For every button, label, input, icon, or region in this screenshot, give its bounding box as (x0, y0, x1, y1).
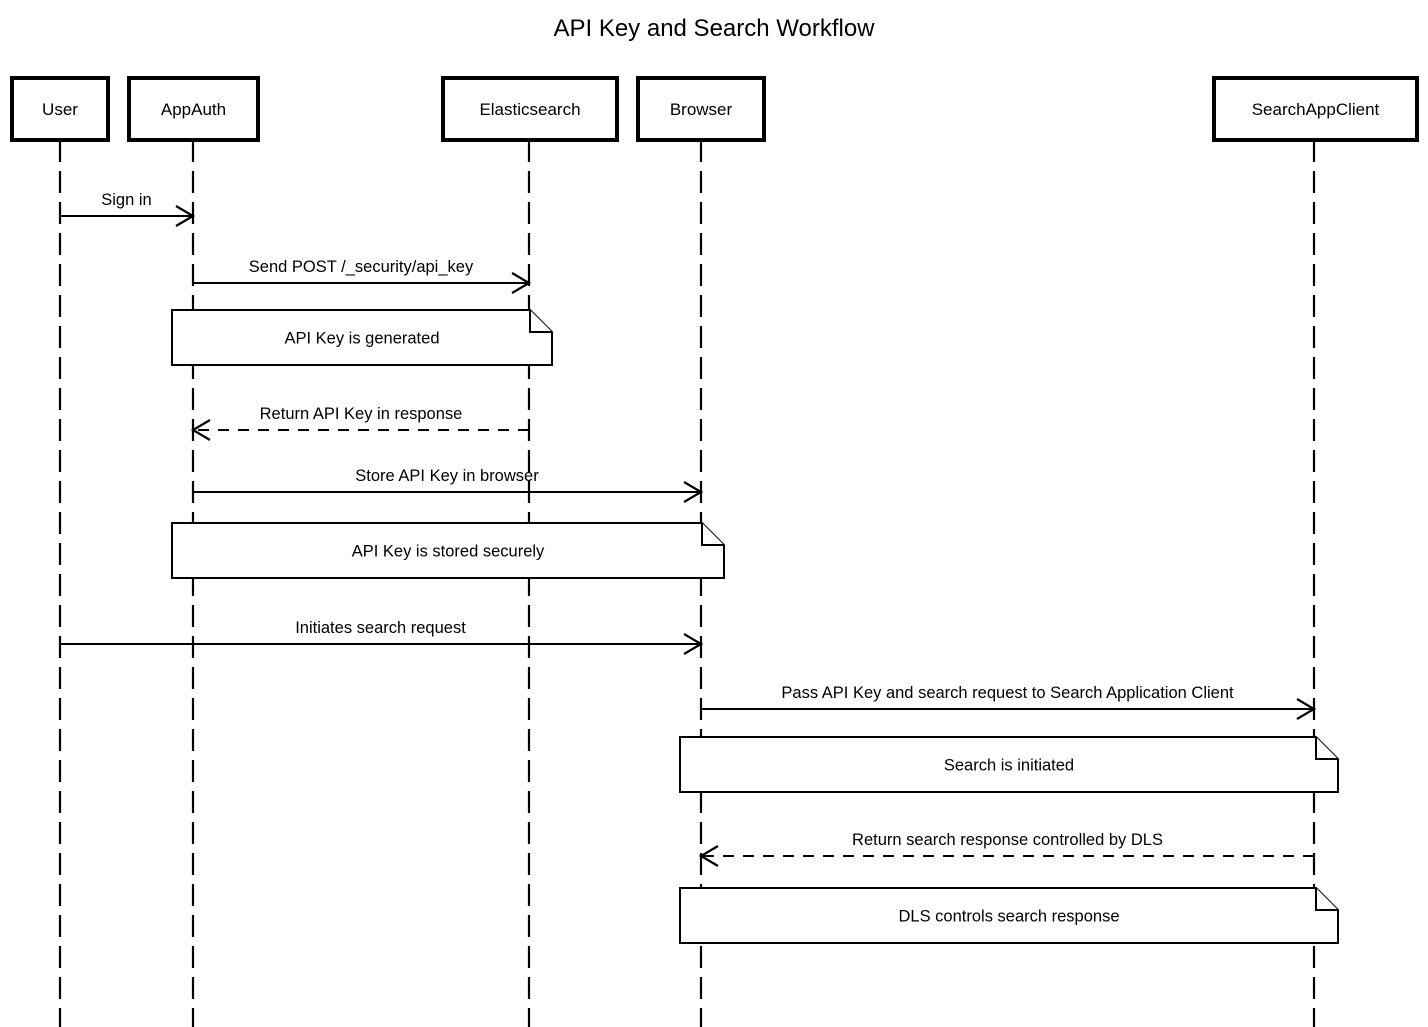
message-m3: Return API Key in response (190, 405, 529, 441)
note-body-n1 (171, 309, 553, 366)
participant-label-appauth: AppAuth (161, 100, 226, 119)
note-body-n4 (679, 887, 1339, 944)
message-label-m5: Initiates search request (295, 619, 466, 637)
message-m2: Send POST /_security/api_key (193, 258, 532, 294)
message-m6: Pass API Key and search request to Searc… (701, 684, 1317, 720)
note-n2: API Key is stored securely (171, 522, 725, 579)
note-label-n3: Search is initiated (944, 757, 1074, 775)
message-m5: Initiates search request (60, 619, 704, 655)
note-fold-n3 (1315, 737, 1338, 760)
note-n4: DLS controls search response (679, 887, 1339, 944)
note-n3: Search is initiated (679, 736, 1339, 793)
message-m4: Store API Key in browser (193, 467, 704, 503)
participant-box-browser (636, 76, 766, 142)
note-fold-n4 (1315, 888, 1338, 911)
message-m7: Return search response controlled by DLS (698, 831, 1314, 867)
participant-label-browser: Browser (670, 100, 733, 119)
participant-user[interactable]: User (10, 76, 110, 142)
message-label-m1: Sign in (101, 191, 151, 209)
message-label-m2: Send POST /_security/api_key (249, 258, 474, 276)
participant-es[interactable]: Elasticsearch (441, 76, 619, 142)
participant-appauth[interactable]: AppAuth (127, 76, 260, 142)
note-label-n4: DLS controls search response (898, 908, 1119, 926)
arrow-head-m2 (511, 272, 532, 294)
participant-box-sac (1212, 76, 1419, 142)
arrow-head-m3 (190, 419, 211, 441)
note-fold-n1 (529, 310, 552, 333)
participant-box-appauth (127, 76, 260, 142)
message-m1: Sign in (60, 191, 196, 227)
participant-box-es (441, 76, 619, 142)
note-body-n2 (171, 522, 725, 579)
note-label-n2: API Key is stored securely (352, 543, 545, 561)
message-label-m6: Pass API Key and search request to Searc… (781, 684, 1234, 702)
message-label-m4: Store API Key in browser (355, 467, 539, 485)
participant-browser[interactable]: Browser (636, 76, 766, 142)
arrow-head-m6 (1296, 698, 1317, 720)
note-n1: API Key is generated (171, 309, 553, 366)
participant-box-user (10, 76, 110, 142)
note-body-n3 (679, 736, 1339, 793)
arrow-head-m1 (175, 205, 196, 227)
diagram-title: API Key and Search Workflow (553, 15, 875, 42)
lifelines-layer (58, 140, 1316, 1027)
arrow-head-m5 (683, 633, 704, 655)
message-label-m3: Return API Key in response (260, 405, 463, 423)
note-label-n1: API Key is generated (284, 330, 439, 348)
message-label-m7: Return search response controlled by DLS (852, 831, 1163, 849)
participant-label-es: Elasticsearch (479, 100, 580, 119)
messages-layer: Sign in Send POST /_security/api_keyRetur… (60, 191, 1317, 867)
note-fold-n2 (701, 523, 724, 546)
participant-sac[interactable]: SearchAppClient (1212, 76, 1419, 142)
participant-label-user: User (42, 100, 78, 119)
participant-label-sac: SearchAppClient (1252, 100, 1380, 119)
participants-layer: User AppAuth Elasticsearch Browser SearchApp… (10, 76, 1419, 142)
arrow-head-m4 (683, 481, 704, 503)
arrow-head-m7 (698, 845, 719, 867)
